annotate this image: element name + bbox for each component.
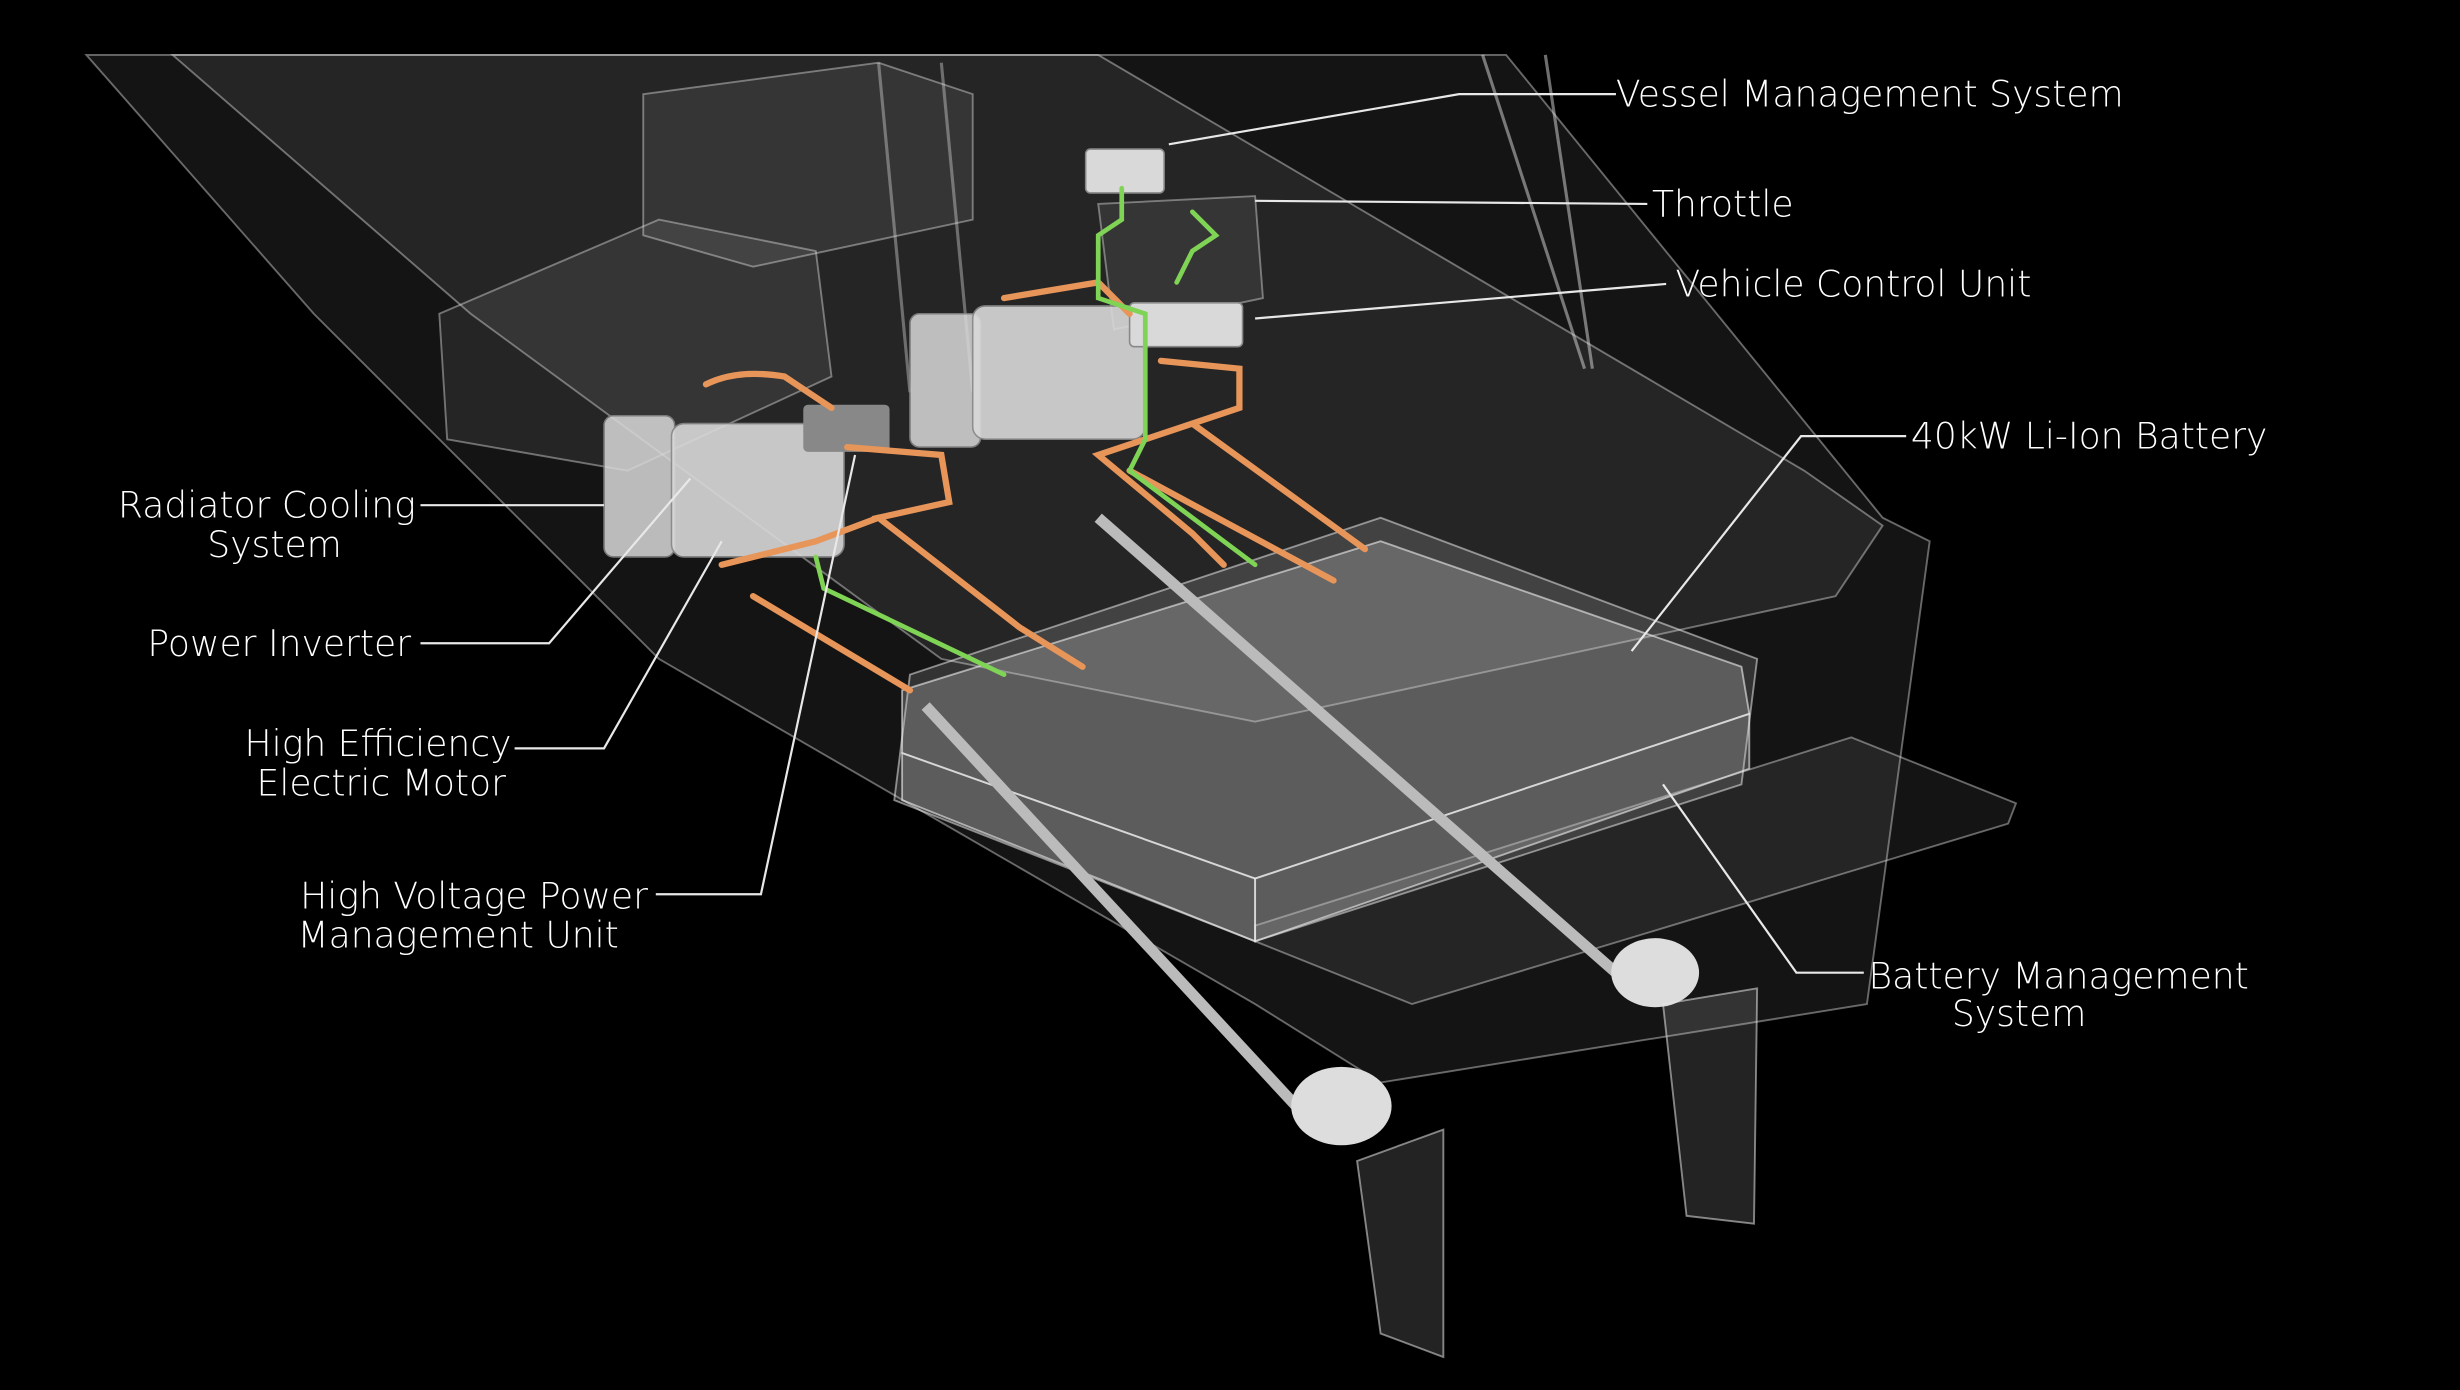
label-throttle: Throttle (1652, 184, 1794, 226)
label-li-ion-battery: 40kW Li-Ion Battery (1911, 416, 2268, 458)
cabling (702, 185, 1369, 694)
label-electric-motor-line1: High Efficiency (245, 723, 512, 765)
label-radiator-cooling-line2: System (207, 524, 342, 566)
label-vessel-management-system: Vessel Management System (1616, 74, 2124, 116)
propulsion (921, 513, 1759, 1359)
label-radiator-cooling-line1: Radiator Cooling (118, 485, 416, 527)
label-battery-management-line1: Battery Management (1869, 955, 2249, 997)
battery-pack (901, 540, 1751, 943)
motor-assemblies (603, 148, 1244, 558)
label-hv-power-management-line1: High Voltage Power (300, 875, 648, 917)
leader-lines (420, 93, 1907, 974)
label-hv-power-management-line2: Management Unit (297, 915, 618, 957)
label-power-inverter: Power Inverter (147, 623, 411, 665)
label-battery-management-line2: System (1952, 993, 2087, 1035)
label-electric-motor-line2: Electric Motor (257, 762, 507, 804)
label-vehicle-control-unit: Vehicle Control Unit (1676, 264, 2032, 306)
